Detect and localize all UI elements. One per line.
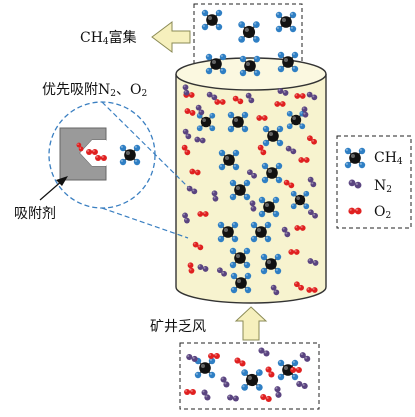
n2-molecule <box>307 176 317 188</box>
o2-molecule <box>76 142 84 152</box>
ch4-molecule <box>229 179 251 201</box>
ch4-molecule <box>201 9 223 31</box>
n2-molecule <box>249 200 257 212</box>
n2-molecule <box>247 169 257 179</box>
ch4-molecule <box>290 190 310 210</box>
ch4-molecule <box>119 144 141 166</box>
n2-molecule <box>182 84 190 96</box>
n2-molecule <box>299 352 311 362</box>
ch4-molecule <box>238 21 260 43</box>
ch4-molecule <box>205 53 227 75</box>
o2-molecule <box>306 287 318 293</box>
o2-molecule <box>208 352 220 360</box>
ch4-molecule <box>230 272 252 294</box>
o2-molecule <box>192 241 204 251</box>
n2-molecule <box>245 92 255 104</box>
o2-molecule <box>184 108 196 116</box>
o2-molecule <box>274 101 286 107</box>
n2-molecule <box>186 353 198 363</box>
ch4-molecule <box>277 359 299 381</box>
ch4-molecule <box>218 149 240 171</box>
preferential-adsorption-label: 优先吸附N2、O2 <box>42 82 148 99</box>
adsorbent-pointer <box>39 176 68 201</box>
ch4-molecule <box>344 147 366 169</box>
n2-molecule <box>195 104 205 116</box>
o2-molecule <box>294 225 306 231</box>
o2-molecule <box>265 366 275 378</box>
o2-molecule <box>232 95 244 105</box>
o2-molecule <box>298 157 310 163</box>
ch4-molecule <box>250 221 272 243</box>
legend-label-o2: O2 <box>374 204 392 221</box>
n2-molecule <box>206 91 218 101</box>
n2-molecule <box>270 284 280 296</box>
o2-molecule <box>214 99 226 105</box>
ch4-molecule <box>260 253 282 275</box>
n2-molecule <box>306 91 318 101</box>
o2-molecule <box>307 135 317 145</box>
n2-molecule <box>285 145 297 155</box>
ch4-molecule <box>286 110 306 130</box>
ch4-molecule <box>275 11 297 33</box>
o2-molecule <box>348 207 362 215</box>
n2-molecule <box>281 226 291 238</box>
n2-molecule <box>348 179 362 189</box>
ch4-molecule <box>239 55 261 77</box>
ch4-molecule <box>227 111 249 133</box>
o2-molecule <box>189 168 201 176</box>
adsorbent-label: 吸附剂 <box>14 206 56 222</box>
n2-molecule <box>197 264 209 272</box>
n2-molecule <box>227 394 239 402</box>
n2-molecule <box>301 106 309 118</box>
ch4-molecule <box>229 247 251 269</box>
o2-molecule <box>184 388 196 396</box>
o2-molecule <box>290 366 302 374</box>
o2-molecule <box>260 393 272 403</box>
ch4-molecule <box>277 51 299 73</box>
o2-molecule <box>256 115 268 121</box>
legend-label-n2: N2 <box>374 178 392 195</box>
o2-molecule <box>86 148 98 156</box>
o2-molecule <box>197 211 209 217</box>
o2-molecule <box>187 262 195 274</box>
legend-label-ch4: CH4 <box>374 150 403 167</box>
enrich-arrow <box>151 21 191 53</box>
n2-molecule <box>186 185 198 195</box>
n2-molecule <box>277 88 289 96</box>
o2-molecule <box>294 93 306 99</box>
legend-box <box>336 135 412 229</box>
enrich-label: CH4富集 <box>80 30 137 47</box>
o2-molecule <box>95 154 107 162</box>
mine-ventilation-air-label: 矿井乏风 <box>150 319 206 335</box>
n2-molecule <box>217 267 227 277</box>
o2-molecule <box>257 144 267 156</box>
n2-molecule <box>182 212 190 224</box>
n2-molecule <box>307 258 319 266</box>
ch4-molecule <box>241 369 263 391</box>
n2-molecule <box>258 347 270 357</box>
n2-molecule <box>274 386 282 398</box>
feed-arrow <box>234 306 268 341</box>
n2-molecule <box>201 389 211 401</box>
o2-molecule <box>294 281 304 291</box>
ch4-molecule <box>262 125 284 147</box>
bottom-input-box <box>179 342 320 410</box>
ch4-molecule <box>258 196 280 218</box>
ch4-molecule <box>261 162 283 184</box>
n2-molecule <box>194 136 206 144</box>
ch4-molecule <box>194 357 216 379</box>
o2-molecule <box>283 179 295 189</box>
n2-molecule <box>220 376 230 388</box>
o2-molecule <box>288 249 300 255</box>
n2-molecule <box>296 380 308 390</box>
n2-molecule <box>182 128 192 140</box>
adsorbent-magnifier <box>48 101 189 239</box>
o2-molecule <box>181 144 191 156</box>
n2-molecule <box>308 209 318 219</box>
o2-molecule <box>234 357 246 367</box>
ch4-molecule <box>217 221 239 243</box>
n2-molecule <box>211 190 219 202</box>
